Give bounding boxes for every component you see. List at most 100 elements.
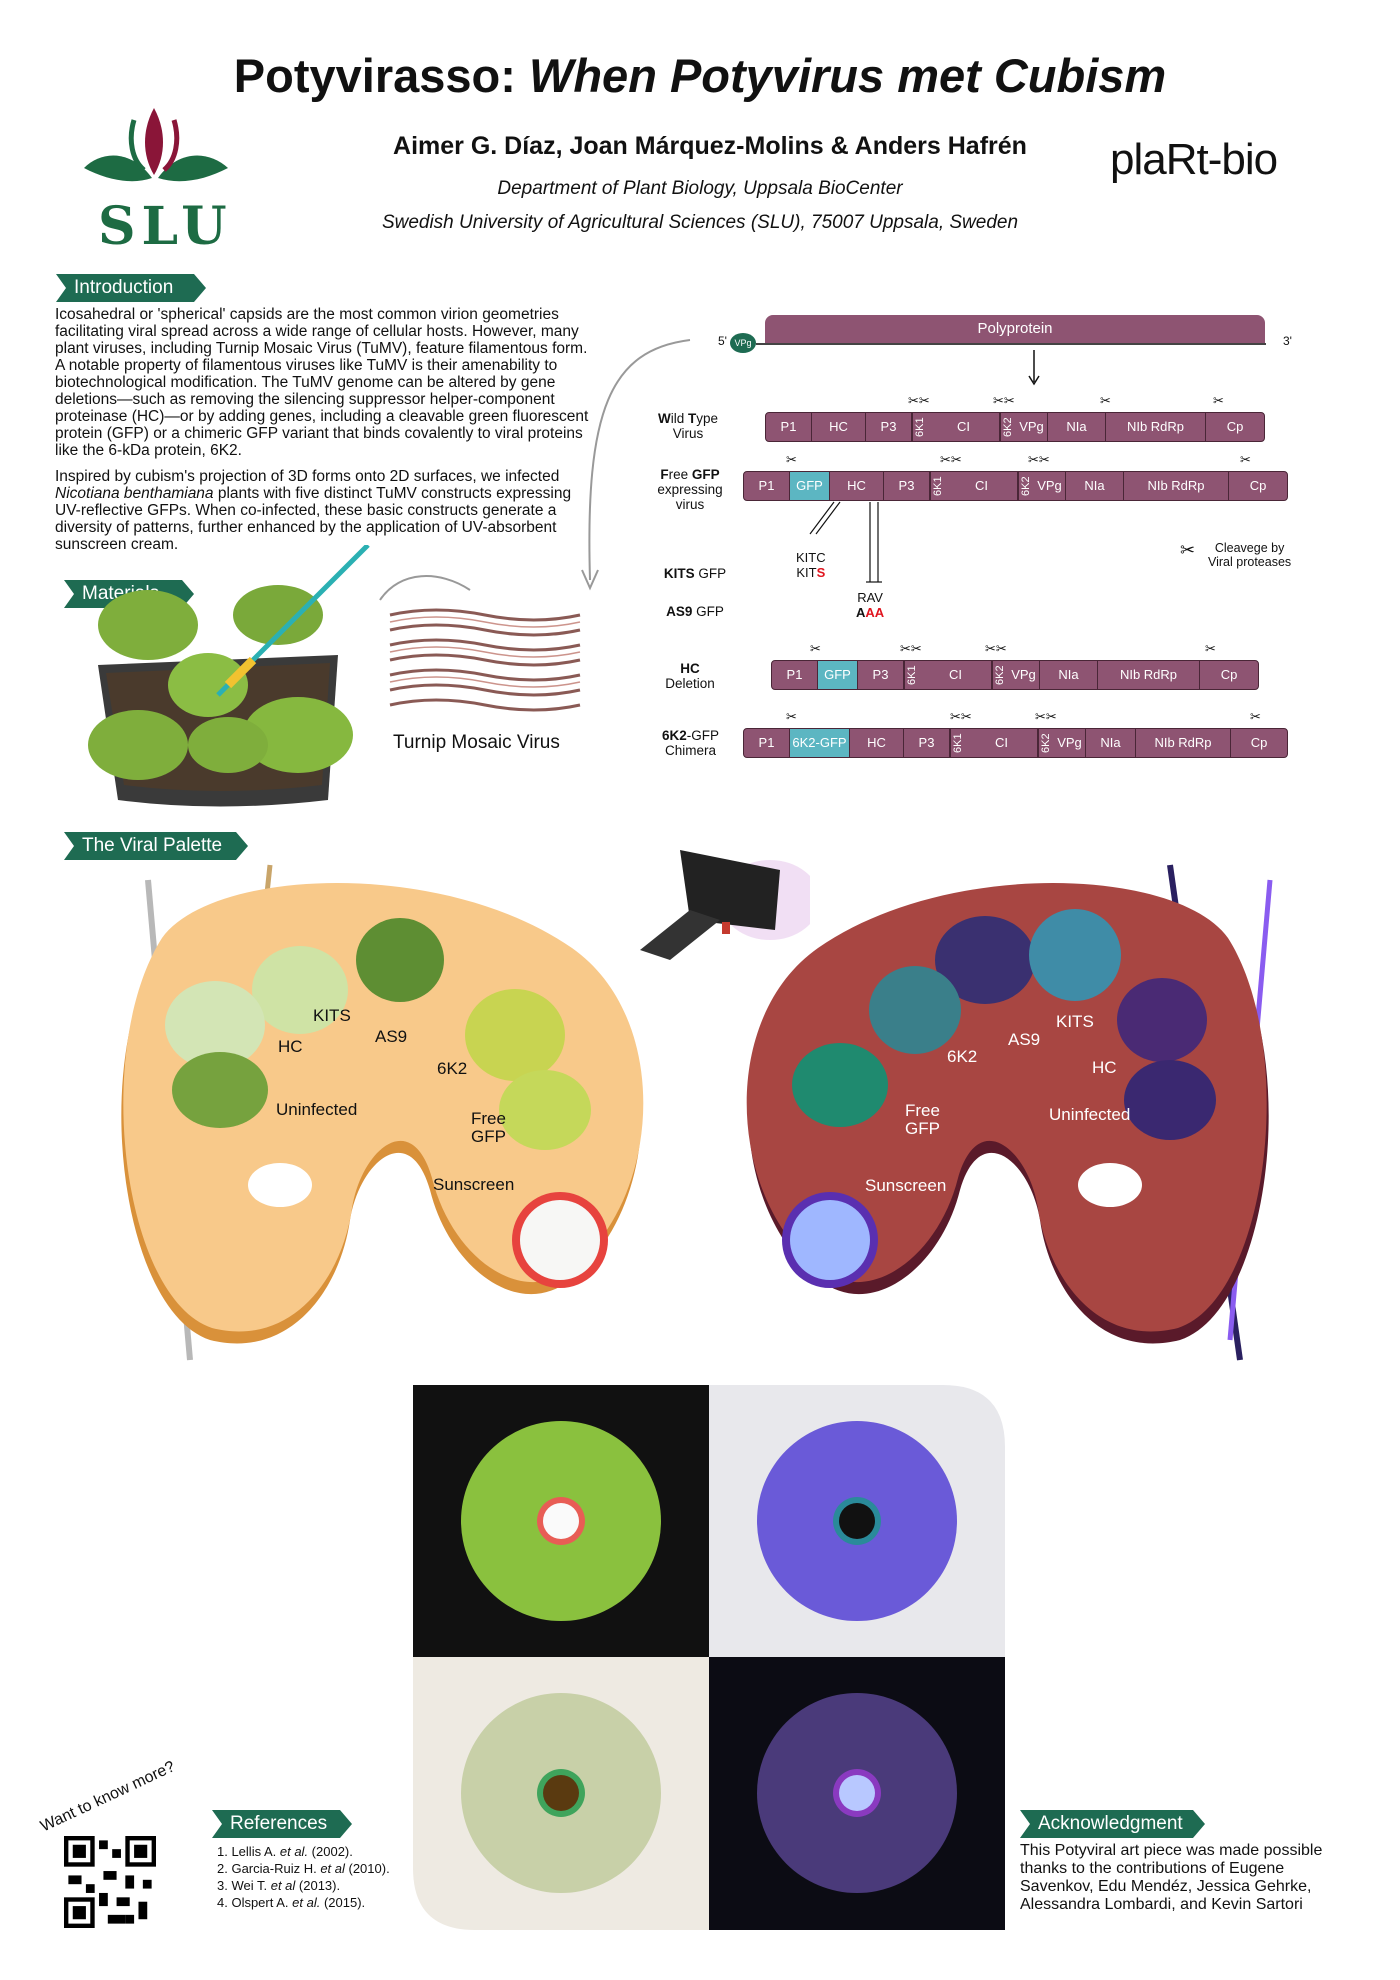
genome-wild-type: P1 HC P3 6K1 CI 6K2 VPg NIa NIb RdRp Cp — [765, 412, 1265, 442]
gene-vpg: VPg — [1008, 661, 1040, 689]
gene-6k2-gfp: 6K2-GFP — [790, 729, 850, 757]
gene-p1: P1 — [772, 661, 818, 689]
gene-6k2: 6K2 — [1018, 472, 1034, 500]
gene-nib: NIb RdRp — [1136, 729, 1231, 757]
cleavage-scissors-icon: ✂✂ — [1035, 709, 1057, 724]
gene-gfp: GFP — [790, 472, 830, 500]
polyprotein-down-arrow — [1028, 350, 1040, 386]
gene-vpg: VPg — [1016, 413, 1048, 441]
turnip-mosaic-virus-illustration — [385, 600, 585, 720]
gene-vpg: VPg — [1054, 729, 1086, 757]
cleavage-scissors-icon: ✂ — [786, 709, 797, 724]
right-label-uninfected: Uninfected — [1049, 1105, 1131, 1124]
affiliation-university: Swedish University of Agricultural Scien… — [381, 212, 1019, 233]
cleavage-scissors-icon: ✂ — [1213, 393, 1224, 408]
uv-lamp-illustration — [640, 850, 810, 960]
gene-hc: HC — [830, 472, 884, 500]
gene-6k1: 6K1 — [950, 729, 966, 757]
right-label-as9: AS9 — [1008, 1030, 1041, 1049]
right-label-hc: HC — [1092, 1058, 1117, 1077]
gene-nib: NIb RdRp — [1106, 413, 1206, 441]
cleavage-scissors-icon: ✂ — [786, 452, 797, 467]
gene-ci: CI — [966, 729, 1038, 757]
cleavage-scissors-icon: ✂✂ — [1028, 452, 1050, 467]
gene-nib: NIb RdRp — [1124, 472, 1229, 500]
gene-nia: NIa — [1086, 729, 1136, 757]
affiliation-department: Department of Plant Biology, Uppsala Bio… — [497, 178, 903, 199]
acknowledgment-heading: Acknowledgment — [1020, 1810, 1205, 1838]
palette-uv-light — [746, 864, 1273, 1361]
qr-code-icon[interactable] — [64, 1836, 156, 1928]
genome-6k2-gfp-chimera: P1 6K2-GFP HC P3 6K1 CI 6K2 VPg NIa NIb … — [743, 728, 1288, 758]
gene-p3: P3 — [858, 661, 904, 689]
plart-bio-logo: plaRt-bio — [1110, 135, 1278, 184]
cleavage-scissors-icon: ✂✂ — [900, 641, 922, 656]
cleavage-scissors-icon: ✂✂ — [950, 709, 972, 724]
cleavage-scissors-icon: ✂ — [810, 641, 821, 656]
cleavage-scissors-icon: ✂✂ — [993, 393, 1015, 408]
gene-p1: P1 — [744, 472, 790, 500]
introduction-heading: Introduction — [56, 274, 206, 302]
genome-free-gfp: P1 GFP HC P3 6K1 CI 6K2 VPg NIa NIb RdRp… — [743, 471, 1288, 501]
authors: Aimer G. Díaz, Joan Márquez-Molins & And… — [393, 132, 1027, 160]
gene-gfp: GFP — [818, 661, 858, 689]
cleavage-scissors-icon: ✂✂ — [940, 452, 962, 467]
gene-p1: P1 — [766, 413, 812, 441]
gene-nia: NIa — [1048, 413, 1106, 441]
acknowledgment-text: This Potyviral art piece was made possib… — [1020, 1842, 1323, 1913]
right-label-sunscreen: Sunscreen — [865, 1176, 947, 1195]
potyviral-art-quadrants — [413, 1385, 1005, 1930]
reference-item: 2. Garcia-Ruiz H. et al (2010). — [217, 1861, 390, 1876]
plant-in-pot-photo — [88, 545, 370, 807]
gene-hc: HC — [812, 413, 866, 441]
scissors-icon: ✂ — [1180, 540, 1196, 560]
left-label-kits: KITS — [313, 1006, 351, 1025]
gene-ci: CI — [920, 661, 992, 689]
viral-palette-heading: The Viral Palette — [64, 832, 248, 860]
as9-gfp-label: AS9 GFP — [666, 604, 724, 619]
cleavage-scissors-icon: ✂ — [1240, 452, 1251, 467]
gene-p3: P3 — [904, 729, 950, 757]
reference-item: 4. Olspert A. et al. (2015). — [217, 1895, 366, 1910]
gene-ci: CI — [928, 413, 1000, 441]
five-prime-label: 5' — [718, 334, 727, 348]
connector-arrows — [379, 339, 691, 601]
gene-6k1: 6K1 — [930, 472, 946, 500]
polyprotein-bar: Polyprotein — [765, 315, 1265, 343]
reference-item: 3. Wei T. et al (2013). — [217, 1878, 341, 1893]
rna-line — [756, 343, 1266, 345]
gene-6k2: 6K2 — [992, 661, 1008, 689]
gene-6k2: 6K2 — [1000, 413, 1016, 441]
vpg-cap: VPg — [730, 333, 756, 353]
gene-p3: P3 — [866, 413, 912, 441]
virus-label: Turnip Mosaic Virus — [393, 732, 560, 753]
gene-nia: NIa — [1040, 661, 1098, 689]
right-label-6k2: 6K2 — [947, 1047, 978, 1066]
cleavage-scissors-icon: ✂ — [1250, 709, 1261, 724]
cleavage-scissors-icon: ✂✂ — [908, 393, 930, 408]
gene-nia: NIa — [1066, 472, 1124, 500]
gene-nib: NIb RdRp — [1098, 661, 1200, 689]
gene-cp: Cp — [1220, 667, 1238, 682]
references-heading: References — [212, 1810, 352, 1838]
gene-vpg: VPg — [1034, 472, 1066, 500]
left-label-sunscreen: Sunscreen — [433, 1175, 515, 1194]
poster-title: Potyvirasso: When Potyvirus met Cubism — [233, 49, 1167, 102]
left-label-uninfected: Uninfected — [276, 1100, 358, 1119]
palette-visible-light — [121, 864, 644, 1361]
left-label-as9: AS9 — [375, 1027, 408, 1046]
gene-hc: HC — [850, 729, 904, 757]
right-label-kits: KITS — [1056, 1012, 1094, 1031]
reference-item: 1. Lellis A. et al. (2002). — [217, 1844, 353, 1859]
gene-6k1: 6K1 — [904, 661, 920, 689]
left-label-hc: HC — [278, 1037, 303, 1056]
gene-cp: Cp — [1226, 419, 1244, 434]
